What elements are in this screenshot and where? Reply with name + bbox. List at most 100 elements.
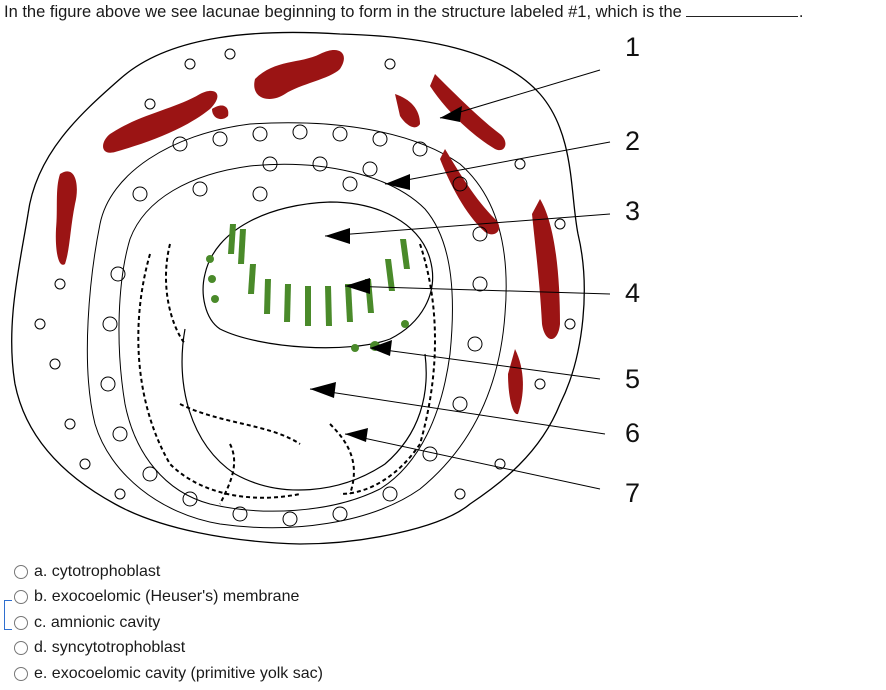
lacuna-4 [430, 74, 506, 151]
question-text: In the figure above we see lacunae begin… [4, 3, 682, 21]
cell [452, 396, 468, 412]
cell [192, 181, 208, 197]
epiblast-column-6 [305, 286, 311, 326]
option-b-label: b. exocoelomic (Heuser's) membrane [34, 588, 300, 606]
cell [282, 511, 298, 527]
cell [112, 426, 128, 442]
cell [292, 124, 308, 140]
dashed-membrane-1 [137, 253, 301, 499]
epiblast-column-7 [325, 286, 332, 326]
epiblast-column-2 [238, 229, 246, 264]
lacuna-1 [254, 49, 344, 99]
lacuna-6 [532, 199, 560, 339]
option-a-label: a. cytotrophoblast [34, 562, 161, 580]
epiblast-column-1 [228, 224, 236, 254]
dashed-membrane-3 [339, 243, 436, 495]
arrowhead-6 [310, 382, 336, 398]
cell [262, 156, 278, 172]
lacuna-2 [103, 90, 218, 153]
cell [252, 126, 268, 142]
label-6: 6 [625, 418, 641, 448]
cell [372, 131, 388, 147]
cell [454, 488, 466, 500]
cell [49, 358, 61, 370]
cell [412, 141, 428, 157]
answer-options: a. cytotrophoblast b. exocoelomic (Heuse… [14, 559, 323, 687]
cell [554, 218, 566, 230]
cell [232, 506, 248, 522]
label-4: 4 [625, 278, 641, 308]
pointer-line-3 [324, 213, 611, 237]
answer-blank [685, 2, 798, 17]
label-1: 1 [625, 32, 641, 62]
option-d-label: d. syncytotrophoblast [34, 639, 186, 657]
radio-c[interactable] [14, 615, 28, 630]
option-e[interactable]: e. exocoelomic cavity (primitive yolk sa… [14, 661, 323, 687]
yolk-cavity [181, 328, 427, 491]
label-3: 3 [625, 196, 641, 226]
arrowhead-1 [440, 106, 462, 122]
question-prompt: In the figure above we see lacunae begin… [4, 2, 803, 22]
option-a[interactable]: a. cytotrophoblast [14, 559, 323, 585]
cell [132, 186, 148, 202]
arrowhead-5 [370, 340, 392, 356]
lacuna-3 [395, 94, 420, 128]
cell-ring-inner [118, 163, 453, 512]
arrowhead-3 [325, 228, 350, 244]
cell [452, 176, 468, 192]
lacuna-5 [440, 149, 500, 235]
pointer-line-7 [344, 433, 601, 490]
hypoblast-cell-1 [206, 255, 214, 263]
cell [54, 278, 66, 290]
epiblast-column-5 [284, 284, 291, 322]
pointer-line-2 [384, 141, 611, 185]
option-b[interactable]: b. exocoelomic (Heuser's) membrane [14, 585, 323, 611]
option-c[interactable]: c. amnionic cavity [14, 610, 323, 636]
cell [79, 458, 91, 470]
cell [34, 318, 46, 330]
cell [382, 486, 398, 502]
pointer-line-5 [369, 347, 601, 380]
dashed-membrane-2 [164, 243, 186, 345]
cell [252, 186, 268, 202]
lacuna-7 [508, 349, 523, 415]
option-c-label: c. amnionic cavity [34, 613, 161, 631]
cell [384, 58, 396, 70]
focus-indicator [4, 600, 12, 630]
epiblast-dome [202, 201, 434, 349]
lacuna-9 [212, 105, 229, 120]
cell [182, 491, 198, 507]
option-d[interactable]: d. syncytotrophoblast [14, 636, 323, 662]
cell [467, 336, 483, 352]
label-7: 7 [625, 478, 641, 508]
cell [472, 276, 488, 292]
radio-d[interactable] [14, 641, 28, 656]
lacuna-8 [55, 171, 77, 265]
epiblast-column-10 [385, 259, 395, 291]
cell [332, 506, 348, 522]
radio-e[interactable] [14, 666, 28, 681]
cell [102, 316, 118, 332]
cell-ring-outer [86, 122, 507, 529]
cell [224, 48, 236, 60]
dashed-membrane-5 [219, 443, 236, 505]
pointer-line-4 [344, 285, 611, 295]
dashed-membrane-6 [329, 423, 355, 495]
cell [534, 378, 546, 390]
cell [144, 98, 156, 110]
hypoblast-cell-6 [401, 320, 409, 328]
cell [110, 266, 126, 282]
outer-boundary [11, 31, 585, 545]
cell [342, 176, 358, 192]
hypoblast-cell-2 [208, 275, 216, 283]
cell [114, 488, 126, 500]
cell [472, 226, 488, 242]
epiblast-column-11 [400, 239, 410, 269]
pointer-line-1 [439, 69, 601, 119]
pointer-line-6 [309, 388, 606, 435]
cell [142, 466, 158, 482]
radio-a[interactable] [14, 564, 28, 579]
embryo-diagram: 1 2 3 4 5 6 7 [0, 24, 886, 554]
radio-b[interactable] [14, 590, 28, 605]
epiblast-column-3 [248, 264, 256, 294]
